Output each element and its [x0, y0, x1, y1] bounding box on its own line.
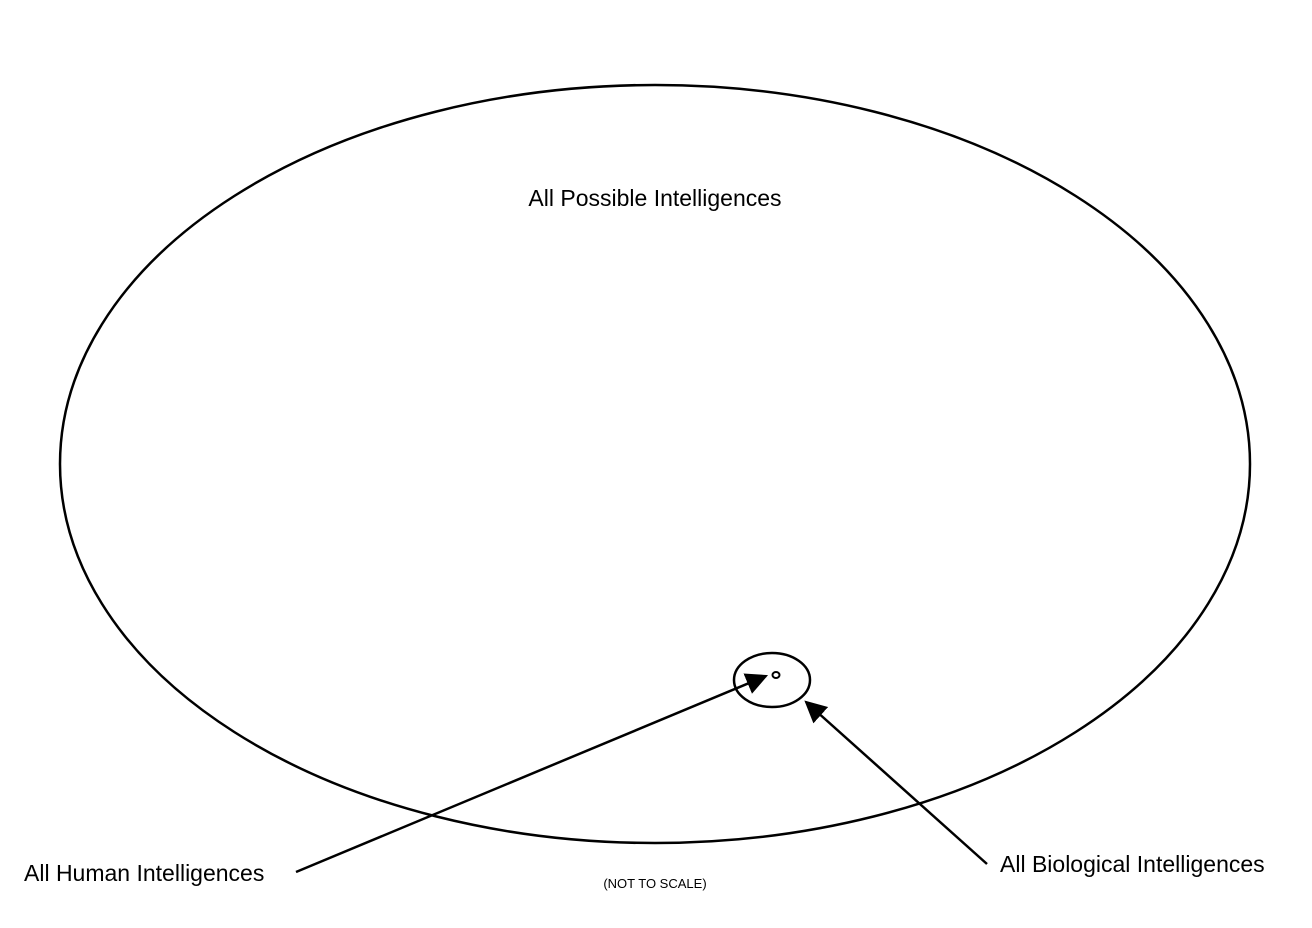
possible-intelligences-label: All Possible Intelligences: [528, 185, 781, 211]
human-intelligences-label: All Human Intelligences: [24, 860, 264, 886]
biological-intelligences-label: All Biological Intelligences: [1000, 851, 1265, 877]
biological-arrow: [804, 700, 988, 865]
human-arrow: [295, 673, 769, 874]
not-to-scale-note: (NOT TO SCALE): [603, 876, 706, 891]
possible-intelligences-ellipse: [58, 83, 1252, 845]
human-intelligences-circle: [771, 671, 781, 679]
biological-intelligences-circle: [732, 651, 812, 709]
